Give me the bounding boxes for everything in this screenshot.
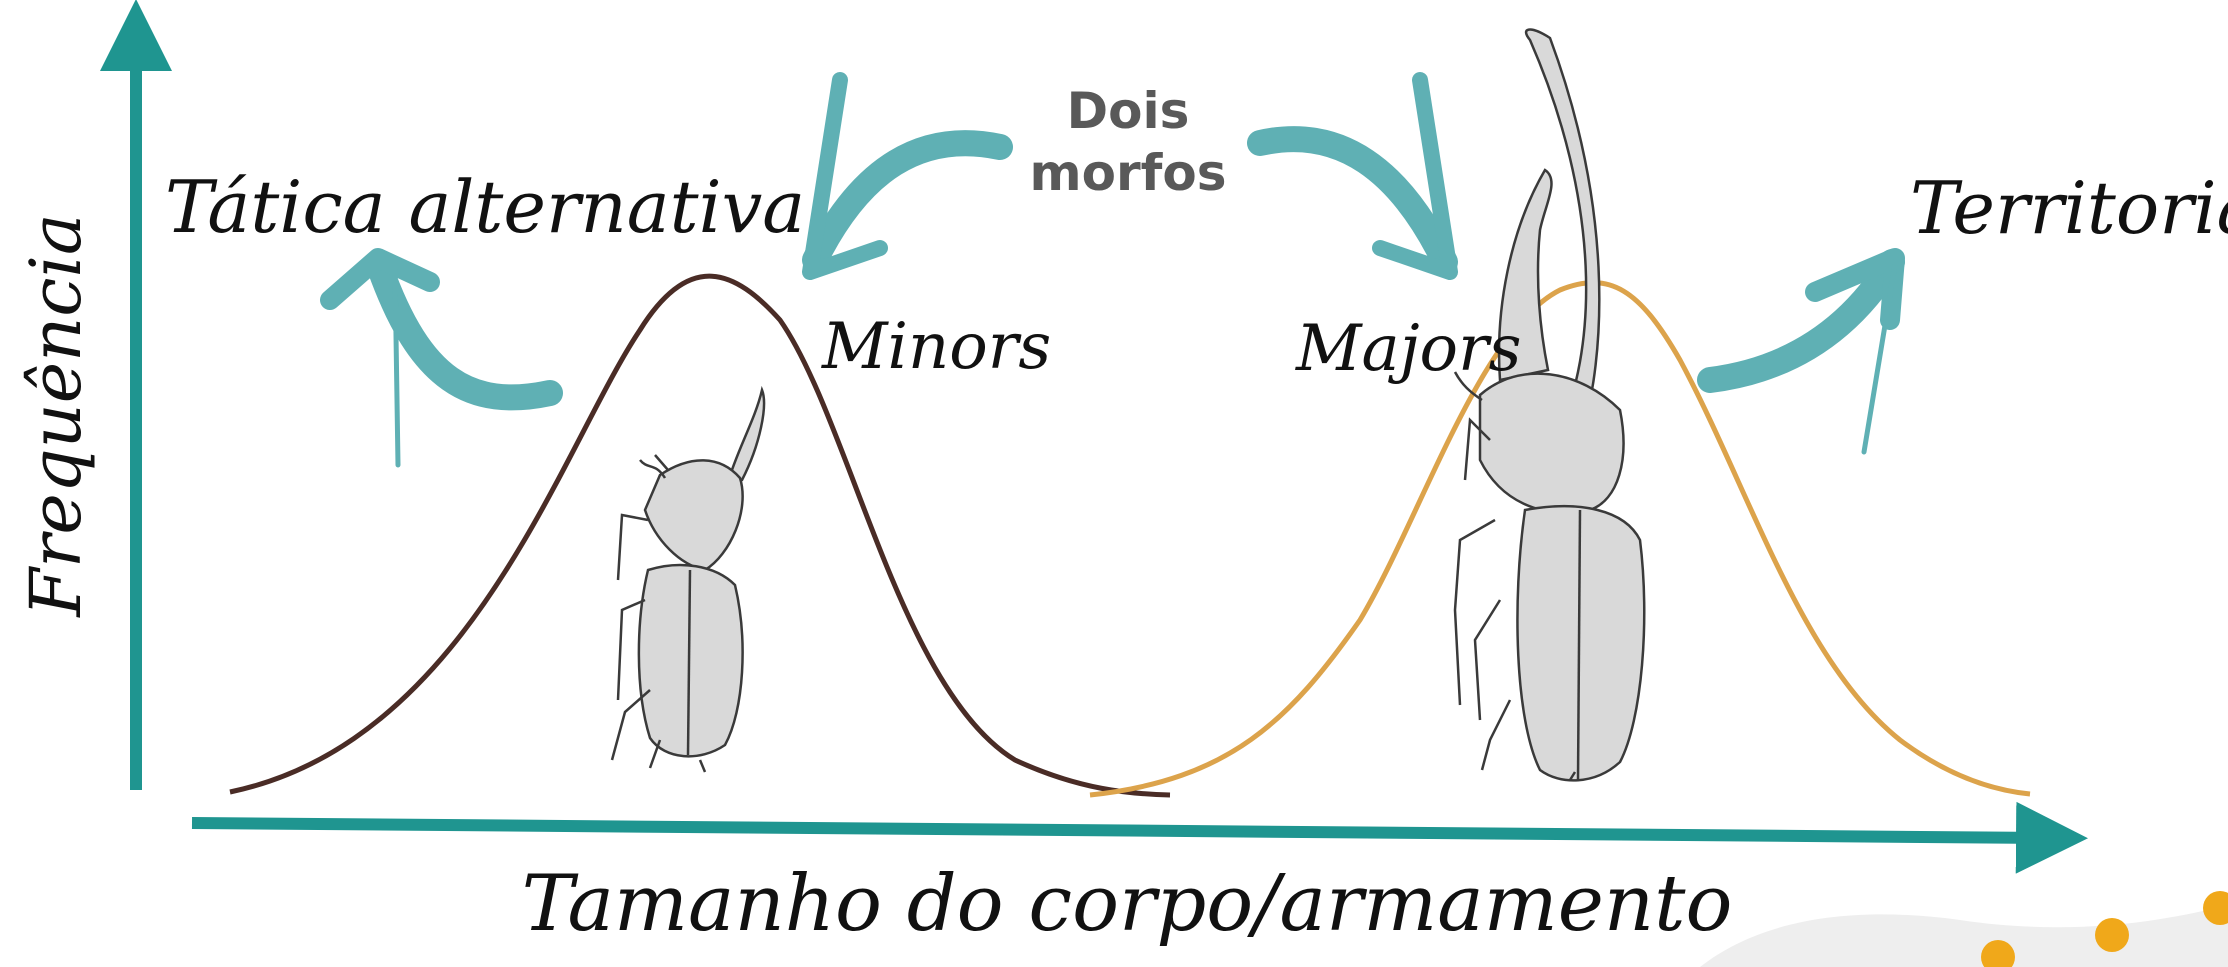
x-axis-label: Tamanho do corpo/armamento (522, 859, 1733, 949)
minor-distribution-curve (229, 273, 1171, 798)
tactic-left-label: Tática alternativa (165, 165, 805, 249)
minor-legs (610, 513, 707, 773)
major-elytra-seam (1576, 509, 1582, 781)
major-head-thorax (1478, 372, 1625, 514)
beetle-major-illustration (1453, 28, 1646, 782)
major-elytra (1516, 505, 1646, 782)
minor-horn (725, 385, 766, 487)
y-axis-label: Frequência (15, 213, 97, 618)
decor-dot (2095, 918, 2129, 952)
decor-dot (2203, 891, 2228, 925)
center-label-line1: Dois (1067, 82, 1190, 140)
minor-elytra-seam (686, 569, 692, 756)
majors-label: Majors (1295, 312, 1522, 386)
major-distribution-curve (1089, 280, 2031, 798)
major-antenna (1453, 371, 1483, 402)
decor-blob (1700, 905, 2228, 967)
decor-dot (1981, 940, 2015, 967)
arrow-to-minors (802, 72, 1013, 280)
minors-label: Minors (821, 310, 1051, 384)
arrow-to-tactic (320, 248, 563, 468)
minor-antenna (639, 454, 669, 479)
arrow-to-majors (1247, 72, 1458, 280)
curved-arrows (320, 72, 1905, 468)
minor-elytra (637, 563, 744, 758)
axes (100, 0, 2088, 874)
arrow-to-territorial (1697, 248, 1905, 455)
corner-decoration (1700, 891, 2228, 967)
distributions (229, 273, 2031, 798)
center-label-line2: morfos (1030, 144, 1227, 202)
x-axis-line (191, 801, 2088, 874)
major-legs (1453, 417, 1577, 781)
beetle-minor-illustration (610, 385, 766, 773)
minor-thorax (643, 459, 744, 572)
tactic-right-label: Territoriais (1910, 166, 2228, 250)
major-lower-horn (1497, 168, 1553, 382)
major-upper-horn (1524, 28, 1601, 450)
